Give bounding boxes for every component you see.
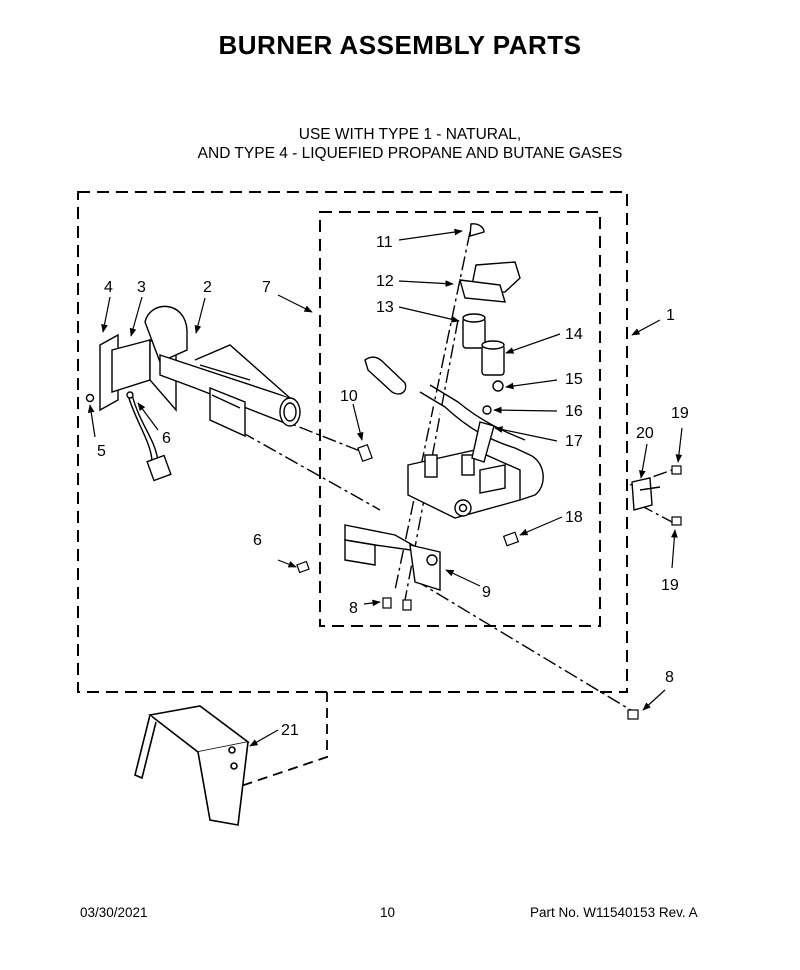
callout-7: 7: [262, 279, 271, 296]
burner-tube-part-2: [144, 305, 301, 438]
callout-11: 11: [376, 234, 393, 251]
bracket-leader-line: [234, 692, 328, 789]
callout-8-lower: 8: [349, 600, 358, 617]
page-title: BURNER ASSEMBLY PARTS: [218, 30, 582, 60]
callout-8-right: 8: [665, 669, 674, 686]
callout-17: 17: [565, 433, 583, 450]
callout-numbers: 1 2 3 4 5 6 6 7 8 8 9 10 11 12 13 14 15 …: [97, 234, 689, 739]
callout-20: 20: [636, 425, 654, 442]
subtitle-line-2: AND TYPE 4 - LIQUEFIED PROPANE AND BUTAN…: [197, 145, 623, 162]
callout-19-upper: 19: [671, 405, 689, 422]
callout-1: 1: [666, 307, 675, 324]
inner-valve-assembly-boundary: [319, 211, 601, 627]
callout-12: 12: [376, 273, 394, 290]
outer-assembly-boundary: [77, 191, 628, 693]
callout-6-lower: 6: [253, 532, 262, 549]
callout-3: 3: [137, 279, 146, 296]
callout-18: 18: [565, 509, 583, 526]
footer-part-number: Part No. W11540153 Rev. A: [530, 905, 698, 920]
burner-orifice-part-10: [357, 443, 373, 463]
coil-cover-part-12: [459, 223, 521, 303]
burner-bracket-part-21: [134, 705, 250, 826]
callout-13: 13: [376, 299, 394, 316]
callout-21: 21: [281, 722, 299, 739]
footer-date: 03/30/2021: [80, 905, 148, 920]
callout-9: 9: [482, 584, 491, 601]
screws: [296, 465, 682, 720]
callout-10: 10: [340, 388, 358, 405]
callout-5: 5: [97, 443, 106, 460]
sensor-bracket-part-20: [631, 477, 661, 511]
gas-valve-assembly: [364, 356, 544, 519]
valve-coils-part-13-14: [462, 313, 505, 463]
callout-6-upper: 6: [162, 430, 171, 447]
callout-19-lower: 19: [661, 577, 679, 594]
callout-4: 4: [104, 279, 113, 296]
callout-leaders: [87, 228, 683, 747]
subtitle-line-1: USE WITH TYPE 1 - NATURAL,: [298, 126, 522, 143]
valve-bracket-part-9: [344, 524, 441, 591]
callout-15: 15: [565, 371, 583, 388]
callout-14: 14: [565, 326, 583, 343]
callout-16: 16: [565, 403, 583, 420]
footer-page-number: 10: [380, 905, 396, 920]
callout-2: 2: [203, 279, 212, 296]
